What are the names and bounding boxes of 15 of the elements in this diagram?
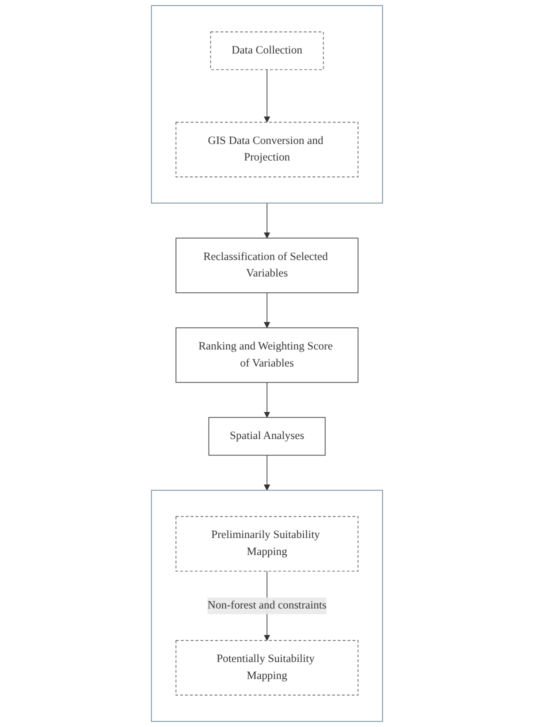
arrow [264, 202, 270, 238]
node-box: Ranking and Weighting Score of Variables [176, 327, 358, 383]
arrow [264, 292, 270, 328]
node-box: Spatial Analyses [208, 417, 326, 456]
node-box: Data Collection [210, 32, 324, 70]
cluster [151, 5, 383, 204]
node-box: Preliminarily Suitability Mapping [176, 516, 358, 572]
node-box: Potentially Suitability Mapping [176, 640, 358, 696]
arrow [264, 454, 270, 491]
edge-label: Non-forest and constraints [208, 600, 326, 612]
arrow [264, 382, 270, 418]
node-box: GIS Data Conversion and Projection [176, 122, 358, 178]
arrow [264, 69, 270, 122]
cluster [151, 490, 383, 722]
node-box: Reclassification of Selected Variables [176, 238, 358, 294]
